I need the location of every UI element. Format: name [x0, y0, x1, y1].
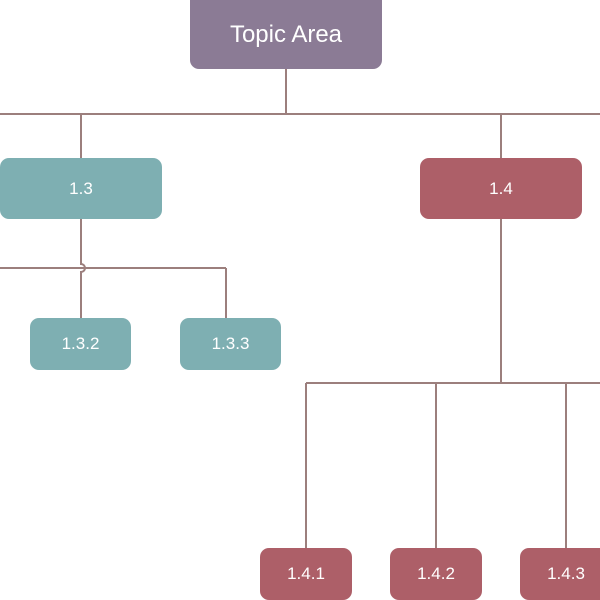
node-1-4-2[interactable]: 1.4.2 [390, 548, 482, 600]
node-1-4-1-label: 1.4.1 [287, 564, 325, 583]
node-1-4-3[interactable]: 1.4.3 [520, 548, 600, 600]
node-1-4-3-label: 1.4.3 [547, 564, 585, 583]
node-1-3-3-label: 1.3.3 [211, 334, 250, 353]
topic-area-node[interactable]: Topic Area [190, 0, 382, 69]
node-1-3[interactable]: 1.3 [0, 158, 162, 219]
node-1-3-2[interactable]: 1.3.2 [30, 318, 131, 370]
node-1-4-2-label: 1.4.2 [417, 564, 455, 583]
node-1-3-label: 1.3 [69, 178, 93, 198]
topic-area-label: Topic Area [229, 20, 343, 48]
node-1-3-3[interactable]: 1.3.3 [180, 318, 281, 370]
node-1-3-2-label: 1.3.2 [61, 334, 100, 353]
node-1-4[interactable]: 1.4 [420, 158, 582, 219]
node-1-4-label: 1.4 [489, 178, 513, 198]
node-1-4-1[interactable]: 1.4.1 [260, 548, 352, 600]
